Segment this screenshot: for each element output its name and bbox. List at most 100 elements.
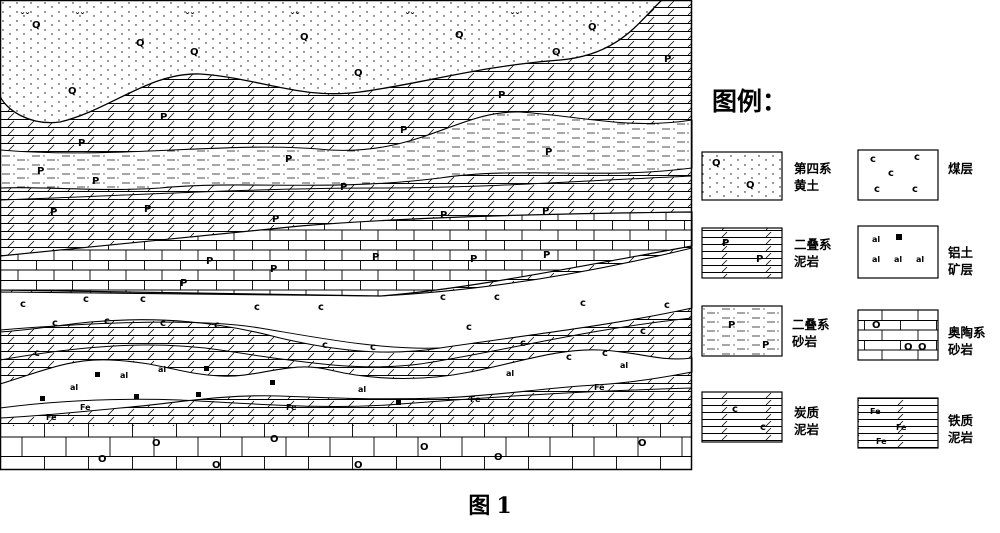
loess-mark: Q	[68, 86, 77, 97]
bauxite-nodule	[95, 372, 100, 377]
bauxite-ore-layer	[0, 349, 693, 419]
legend-coal-c: c	[912, 184, 918, 195]
section-panel: Q Q Q Q Q Q Q Q Q ˇˇ ˇˇ ˇˇ ˇˇ ˇˇ ˇˇ P P …	[0, 0, 693, 471]
loess-mark: ˇˇ	[75, 11, 85, 23]
carbonaceous-mark: c	[160, 318, 166, 329]
legend-coal-c: c	[870, 154, 876, 165]
ferruginous-mark: Fe	[594, 383, 605, 392]
permian-mark: P	[285, 154, 292, 165]
loess-mark: Q	[552, 47, 561, 58]
carbonaceous-mark: c	[566, 352, 572, 363]
loess-mark: ˇˇ	[405, 11, 415, 23]
bauxite-mark: al	[70, 383, 78, 392]
loess-mark: Q	[455, 30, 464, 41]
carbonaceous-mark: c	[318, 302, 324, 313]
ordovician-mark: O	[420, 442, 429, 453]
legend-bauxite-al: al	[872, 235, 880, 244]
caption-prefix: 图	[468, 493, 491, 519]
legend-permian-p: P	[762, 340, 769, 351]
bauxite-mark: al	[506, 369, 514, 378]
ferruginous-mark: Fe	[46, 413, 57, 422]
permian-mark: P	[400, 125, 407, 136]
loess-mark: Q	[190, 47, 199, 58]
legend-permian-sandstone-box	[701, 305, 783, 357]
legend-carbonaceous-box	[701, 391, 783, 443]
legend-label-loess: 第四系黄土	[794, 161, 832, 193]
carbonaceous-mark: c	[640, 326, 646, 337]
permian-mark: P	[92, 176, 99, 187]
loess-mark: ˇˇ	[510, 11, 520, 23]
ordovician-mark: O	[212, 460, 221, 471]
permian-mark: P	[78, 138, 85, 149]
ferruginous-mark: Fe	[286, 403, 297, 412]
legend-ferruginous-fe: Fe	[870, 407, 881, 416]
permian-mark: P	[440, 210, 447, 221]
permian-mark: P	[144, 204, 151, 215]
carbonaceous-mark: c	[83, 294, 89, 305]
carbonaceous-mark: c	[664, 300, 670, 311]
carbonaceous-mark: c	[494, 292, 500, 303]
legend-bauxite-al: al	[872, 255, 880, 264]
permian-mark: P	[37, 166, 44, 177]
ordovician-mark: O	[638, 438, 647, 449]
permian-mark: P	[545, 147, 552, 158]
legend-ordovician-o: O	[904, 342, 913, 353]
permian-mark: P	[340, 182, 347, 193]
loess-mark: Q	[354, 68, 363, 79]
loess-mark: Q	[136, 38, 145, 49]
carbonaceous-mark: c	[20, 299, 26, 310]
carbonaceous-mark: c	[322, 340, 328, 351]
loess-mark: ˇˇ	[185, 11, 195, 23]
ordovician-mark: O	[98, 454, 107, 465]
ordovician-mark: O	[270, 434, 279, 445]
permian-mark: P	[272, 214, 279, 225]
legend-bauxite-al: al	[894, 255, 902, 264]
legend-ferruginous-fe: Fe	[876, 437, 887, 446]
loess-mark: Q	[588, 22, 597, 33]
ordovician-mark: O	[354, 460, 363, 471]
bauxite-nodule	[270, 380, 275, 385]
carbonaceous-mark: c	[104, 316, 110, 327]
legend-coal-box	[857, 149, 939, 201]
bauxite-nodule	[134, 394, 139, 399]
legend-carbon-c: c	[732, 404, 738, 415]
legend-ordovician-box	[857, 309, 939, 361]
legend-coal-c: c	[914, 152, 920, 163]
carbonaceous-mark: c	[254, 302, 260, 313]
legend-label-carbonaceous-mudstone: 炭质泥岩	[794, 405, 820, 437]
carbonaceous-mark: c	[214, 320, 220, 331]
legend-label-coal: 煤层	[948, 161, 974, 176]
carbonaceous-mark: c	[140, 294, 146, 305]
loess-mark: Q	[300, 32, 309, 43]
permian-mark: P	[664, 54, 671, 65]
loess-mark: ˇˇ	[20, 11, 30, 23]
carbonaceous-mark: c	[580, 298, 586, 309]
permian-mark: P	[270, 264, 277, 275]
legend-label-ordovician-sandstone: 奥陶系砂岩	[948, 325, 986, 357]
carbonaceous-mark: c	[34, 348, 40, 359]
legend-ordovician-o: O	[872, 320, 881, 331]
legend-carbon-c: c	[760, 422, 766, 433]
caption-number: 1	[496, 493, 512, 519]
permian-mark: P	[160, 112, 167, 123]
legend-coal-c: c	[874, 184, 880, 195]
bauxite-nodule	[396, 400, 401, 405]
permian-mark: P	[372, 252, 379, 263]
carbonaceous-mark: c	[370, 342, 376, 353]
legend-permian-mudstone-box	[701, 227, 783, 279]
bauxite-nodule	[204, 366, 209, 371]
permian-mark: P	[470, 254, 477, 265]
bauxite-mark: al	[158, 365, 166, 374]
permian-mark: P	[542, 206, 549, 217]
bauxite-mark: al	[120, 371, 128, 380]
carbonaceous-mark: c	[440, 292, 446, 303]
legend-label-permian-mudstone: 二叠系泥岩	[794, 237, 832, 269]
loess-mark: Q	[32, 20, 41, 31]
permian-mark: P	[543, 250, 550, 261]
carbonaceous-mark: c	[602, 348, 608, 359]
legend-title: 图例：	[712, 87, 788, 116]
coal-seam-layer	[0, 247, 693, 353]
legend-ferruginous-fe: Fe	[896, 423, 907, 432]
